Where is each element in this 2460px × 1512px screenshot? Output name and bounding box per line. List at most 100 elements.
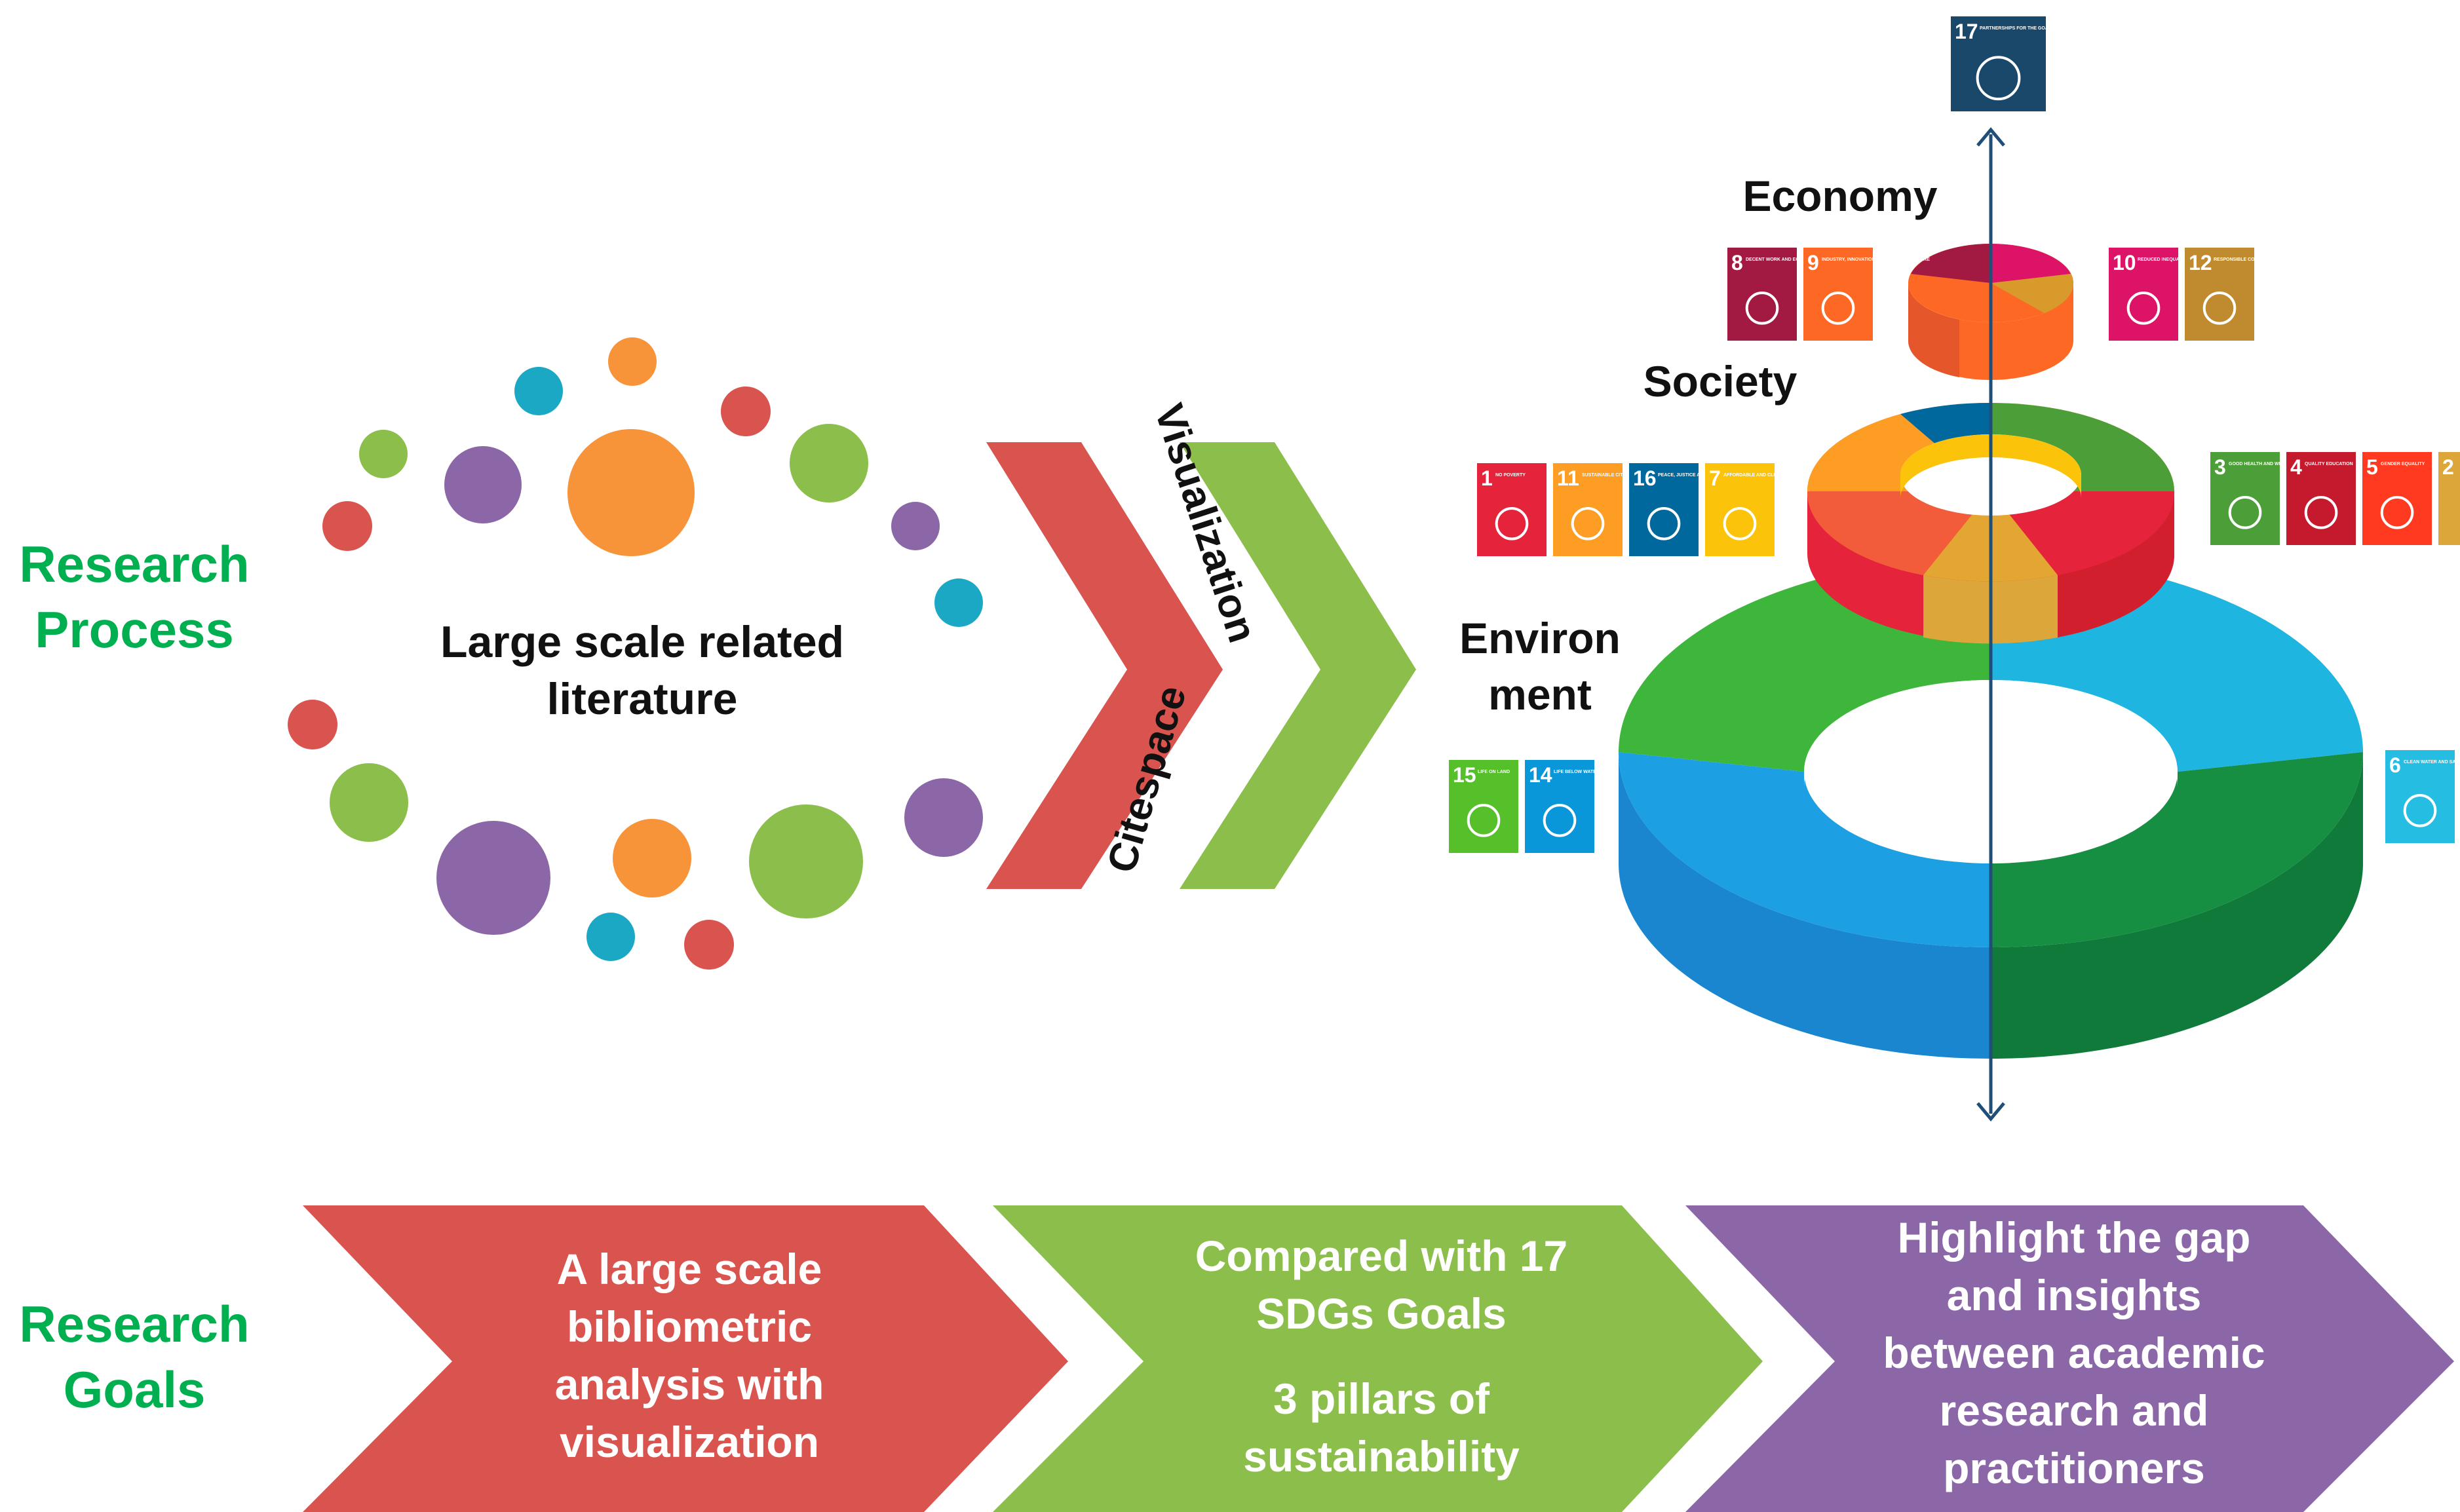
literature-dot — [684, 920, 734, 970]
research-goals-label-line2: Goals — [64, 1361, 206, 1418]
goal-3-line: between academic — [1883, 1329, 2265, 1377]
sdg-tile-background — [1629, 463, 1699, 556]
literature-dot — [288, 700, 337, 749]
sdg-tile-background — [1727, 248, 1797, 341]
literature-dot — [934, 578, 983, 627]
environment-ring-hole-wall — [1804, 680, 2178, 786]
sdg-tile-caption: QUALITY EDUCATION — [2305, 462, 2353, 466]
sdg-tile-number: 2 — [2442, 455, 2454, 479]
sdg-tile-number: 3 — [2214, 455, 2226, 479]
goal-arrow-3 — [1685, 1205, 2454, 1512]
literature-dot — [514, 367, 563, 415]
sdg-tile-caption: LIFE ON LAND — [1478, 770, 1510, 774]
sdg-tile-caption: PARTNERSHIPS FOR THE GOALS — [1980, 26, 2054, 31]
economy-label: Economy — [1742, 172, 1937, 220]
literature-dot — [322, 501, 372, 551]
goal-2-line: Compared with 17 — [1195, 1232, 1567, 1280]
literature-dot — [891, 502, 940, 550]
axis-arrow-up — [1976, 127, 2005, 147]
sdg-goal-icon — [1571, 506, 1605, 540]
literature-dot — [586, 913, 635, 961]
sdg-tile-caption: LIFE BELOW WATER — [1554, 770, 1600, 774]
economy-disk — [1908, 244, 2073, 380]
green-chevron — [1180, 442, 1416, 889]
goal-1-line: bibliometric — [567, 1302, 812, 1351]
sdg-tile-number: 10 — [2113, 251, 2136, 274]
literature-cluster — [288, 337, 983, 970]
sdg-goal-icon — [2304, 495, 2338, 529]
environment-label-line1: Environ — [1459, 614, 1621, 662]
sdg-tile-caption: REDUCED INEQUALITIES — [2138, 257, 2194, 262]
sdg-goal-icon — [2202, 291, 2237, 325]
sdg-tile-number: 14 — [1529, 763, 1552, 787]
goal-2-text: Compared with 17 SDGs Goals 3 pillars of… — [1195, 1232, 1567, 1481]
sdg-tile-caption: GOOD HEALTH AND WELL-BEING — [2229, 462, 2304, 466]
sdg-tile-number: 15 — [1453, 763, 1476, 787]
sdg-tile-background — [2385, 750, 2455, 843]
literature-dot — [436, 821, 550, 935]
goal-1-line: visualization — [560, 1418, 819, 1466]
goal-1-line: analysis with — [555, 1360, 824, 1408]
sdg-tile-number: 8 — [1731, 251, 1743, 274]
goal-3-line: and insights — [1947, 1271, 2202, 1319]
sdg-tile-background — [2210, 452, 2280, 545]
research-process-label-line1: Research — [19, 535, 249, 593]
sdg-tile-background — [2362, 452, 2432, 545]
society-ring-segment — [1991, 491, 2175, 575]
sdg-tile-background — [2185, 248, 2254, 341]
sdg-goal-icon — [1821, 291, 1855, 325]
sdg-goal-icon — [1647, 506, 1681, 540]
sdg-tile-background — [2438, 452, 2460, 545]
environment-label: Environ ment — [1459, 614, 1621, 719]
economy-disk-side-segment — [1908, 283, 1959, 377]
goal-1-line: A large scale — [557, 1245, 822, 1293]
research-goals-label-line1: Research — [19, 1295, 249, 1353]
literature-dot — [330, 763, 408, 842]
society-ring-inner-wall — [1900, 434, 2081, 498]
sdg-tile-background — [1803, 248, 1873, 341]
sdg-tile-background — [2109, 248, 2178, 341]
sdg-tile-number: 17 — [1955, 20, 1978, 43]
literature-dot — [567, 429, 695, 556]
sdg-tile-caption: INDUSTRY, INNOVATION AND INFRASTRUCTURE — [1822, 257, 1930, 262]
literature-label: Large scale related literature — [440, 617, 844, 724]
research-process-label: Research Process — [19, 535, 249, 658]
literature-label-line2: literature — [547, 674, 738, 724]
literature-dot — [359, 430, 408, 478]
goal-2-line: sustainability — [1243, 1432, 1520, 1481]
goal-arrow-1 — [303, 1205, 1068, 1512]
sdg-goal-icon — [2126, 291, 2161, 325]
sdg-goal-icon — [1543, 803, 1577, 837]
goal-1-text: A large scale bibliometric analysis with… — [555, 1245, 824, 1466]
environment-ring-top-right-front — [1991, 752, 2363, 947]
environment-ring-top-left-front — [1619, 752, 1991, 947]
environment-ring-side-right — [1991, 752, 2363, 1059]
sdg-tile-caption: CLEAN WATER AND SANITATION — [2404, 760, 2460, 765]
sdg-tile-number: 16 — [1633, 466, 1657, 490]
sdg-tile-background — [1477, 463, 1547, 556]
sdg-axis — [1976, 127, 2005, 1122]
sdg-goal-icon — [2228, 495, 2262, 529]
economy-disk-segment — [1911, 244, 1991, 283]
axis-arrow-down — [1976, 1102, 2005, 1122]
sdg-tile-number: 1 — [1481, 466, 1493, 490]
sdg-goal-icon — [1467, 803, 1501, 837]
literature-label-line1: Large scale related — [440, 617, 844, 667]
sdg-tile-number: 11 — [1557, 466, 1579, 490]
sdg-tile-caption: SUSTAINABLE CITIES AND COMMUNITIES — [1582, 473, 1676, 478]
